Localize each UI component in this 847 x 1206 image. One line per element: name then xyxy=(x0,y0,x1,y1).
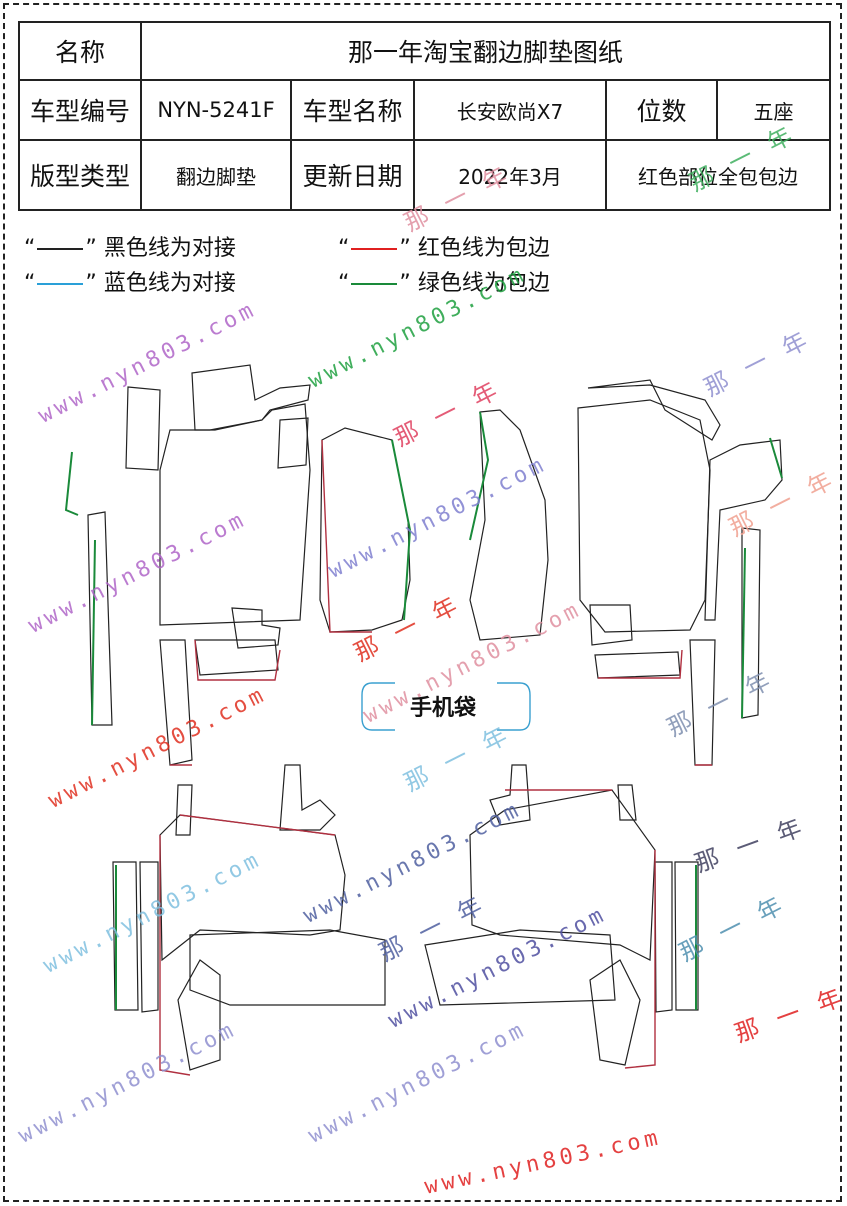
right-front-top xyxy=(587,379,721,441)
right-front-pad xyxy=(589,604,633,646)
green-binding-1 xyxy=(64,451,79,516)
phone-pocket-label: 手机袋 xyxy=(410,696,477,721)
type-label: 版型类型 xyxy=(18,139,142,211)
spec-table: 名称 那一年淘宝翻边脚垫图纸 车型编号 NYN-5241F 车型名称 长安欧尚X… xyxy=(18,21,832,211)
rear-right-tunnel xyxy=(424,929,616,1006)
binding-note: 红色部位全包包边 xyxy=(604,139,832,211)
left-sill-strip xyxy=(87,511,113,726)
green-binding-2 xyxy=(91,539,96,726)
left-front-floor xyxy=(159,403,311,626)
legend-black-text: 黑色线为对接 xyxy=(103,236,236,261)
model-no-value: NYN-5241F xyxy=(140,79,292,141)
left-front-heel xyxy=(194,639,279,676)
type-value: 翻边脚垫 xyxy=(140,139,292,211)
left-front-pad xyxy=(231,607,281,649)
phone-pocket-left xyxy=(361,682,395,731)
red-binding-3 xyxy=(598,649,683,679)
right-front-floor xyxy=(577,399,711,633)
doc-title: 那一年淘宝翻边脚垫图纸 xyxy=(139,21,832,81)
green-binding-3 xyxy=(391,439,412,621)
rear-left-sill xyxy=(112,861,139,1011)
rear-left-side xyxy=(139,861,159,1013)
right-door-panel xyxy=(469,409,549,641)
green-binding-4 xyxy=(469,411,490,541)
seats-value: 五座 xyxy=(715,79,832,141)
legend-blue: “” 蓝色线为对接 xyxy=(24,271,236,296)
page-border xyxy=(3,3,842,1202)
red-binding-5 xyxy=(624,850,656,1069)
rear-right-floor xyxy=(469,789,656,961)
rear-left-top-tab xyxy=(279,764,336,831)
legend-red-text: 红色线为包边 xyxy=(417,236,550,261)
red-binding-4 xyxy=(159,835,191,1076)
legend-green-text: 绿色线为包边 xyxy=(417,271,550,296)
red-line-swatch xyxy=(351,248,398,250)
left-front-main xyxy=(191,364,311,431)
seats-label: 位数 xyxy=(605,79,718,141)
rear-left-tunnel xyxy=(189,929,386,1006)
phone-pocket-right xyxy=(497,682,531,731)
name-label: 名称 xyxy=(18,21,142,81)
green-binding-6 xyxy=(741,547,746,719)
right-sill-strip xyxy=(741,527,761,719)
left-front-side-piece xyxy=(125,386,161,471)
red-binding-2 xyxy=(321,439,372,633)
right-side-piece xyxy=(704,439,783,621)
green-binding-5 xyxy=(769,437,783,479)
red-binding-6 xyxy=(179,814,336,836)
left-inner-strip xyxy=(159,639,193,766)
legend-red: “” 红色线为包边 xyxy=(338,236,550,261)
rear-right-top-tab xyxy=(489,764,531,826)
rear-right-riser xyxy=(589,959,641,1066)
rear-right-side xyxy=(654,861,673,1013)
black-line-swatch xyxy=(37,248,84,250)
date-value: 2022年3月 xyxy=(413,139,607,211)
green-line-swatch xyxy=(351,283,398,285)
blue-line-swatch xyxy=(37,283,84,285)
model-no-label: 车型编号 xyxy=(18,79,142,141)
rear-right-sill xyxy=(674,861,699,1011)
legend-black: “” 黑色线为对接 xyxy=(24,236,236,261)
legend-blue-text: 蓝色线为对接 xyxy=(103,271,236,296)
red-binding-1 xyxy=(194,639,281,681)
model-name-value: 长安欧尚X7 xyxy=(413,79,607,141)
rear-left-riser xyxy=(177,959,221,1071)
model-name-label: 车型名称 xyxy=(290,79,415,141)
date-label: 更新日期 xyxy=(290,139,415,211)
right-front-heel xyxy=(594,651,681,679)
legend-green: “” 绿色线为包边 xyxy=(338,271,550,296)
